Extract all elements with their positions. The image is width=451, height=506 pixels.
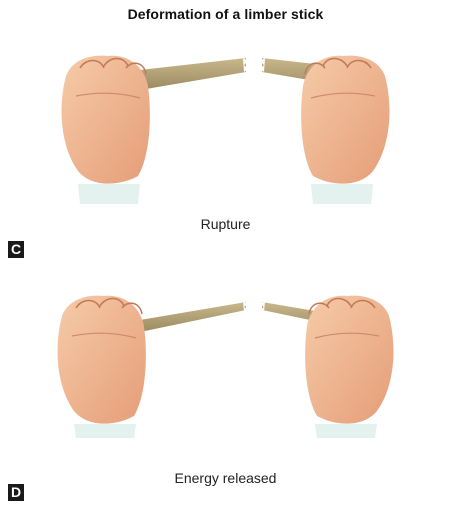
caption-rupture: Rupture	[0, 216, 451, 232]
stick-left-half	[140, 58, 246, 90]
figure-title: Deformation of a limber stick	[0, 6, 451, 22]
panel-label-d: D	[8, 484, 24, 501]
right-fist	[305, 296, 393, 438]
left-fist	[62, 56, 150, 204]
energy-released-illustration	[0, 280, 451, 480]
stick-left-half	[140, 302, 246, 332]
rupture-illustration	[0, 36, 451, 226]
left-fist	[58, 296, 146, 438]
caption-energy-released: Energy released	[0, 470, 451, 486]
panel-energy-released: Energy released	[0, 280, 451, 480]
panel-label-c: C	[8, 241, 24, 258]
panel-rupture: Rupture	[0, 36, 451, 226]
right-fist	[301, 56, 389, 204]
